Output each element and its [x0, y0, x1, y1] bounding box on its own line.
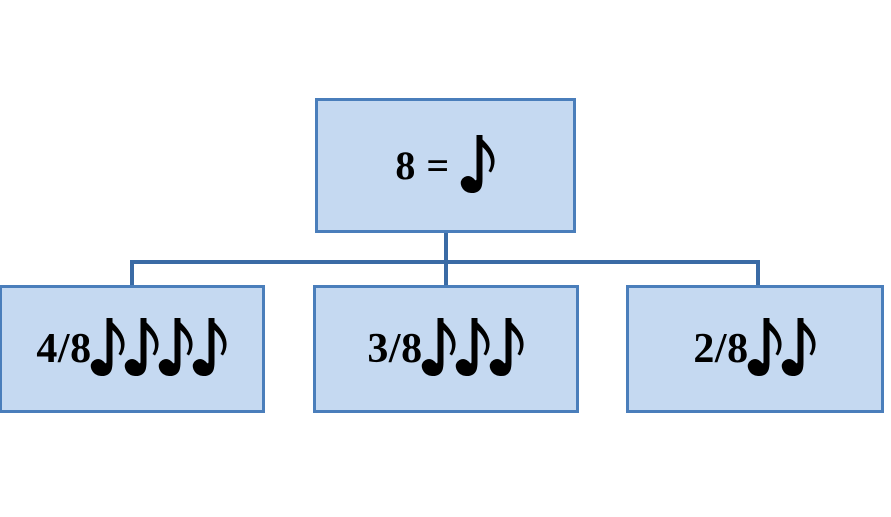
node-child-4-8-label: 4/8 — [36, 326, 92, 372]
connector-branch-middle — [444, 260, 448, 287]
node-root-label: 8 = — [395, 142, 450, 188]
eighth-note-icon — [781, 314, 817, 384]
node-child-2-8-label: 2/8 — [693, 326, 749, 372]
eighth-note-icon — [192, 314, 228, 384]
node-child-3-8-label: 3/8 — [367, 326, 423, 372]
eighth-note-icon — [124, 314, 160, 384]
node-child-2-8[interactable]: 2/8 — [626, 285, 884, 413]
node-child-4-8[interactable]: 4/8 — [0, 285, 265, 413]
notes-group-3-8 — [421, 314, 525, 384]
eighth-note-icon — [158, 314, 194, 384]
eighth-note-icon — [455, 314, 491, 384]
node-child-3-8[interactable]: 3/8 — [313, 285, 579, 413]
eighth-note-icon — [421, 314, 457, 384]
eighth-note-icon — [460, 131, 496, 201]
notes-group-4-8 — [90, 314, 228, 384]
connector-branch-left — [130, 260, 134, 287]
connector-root-stem — [444, 230, 448, 264]
eighth-note-icon — [489, 314, 525, 384]
eighth-note-icon — [90, 314, 126, 384]
eighth-note-icon — [747, 314, 783, 384]
connector-branch-right — [756, 260, 760, 287]
node-root[interactable]: 8 = — [315, 98, 576, 233]
notes-group-2-8 — [747, 314, 817, 384]
